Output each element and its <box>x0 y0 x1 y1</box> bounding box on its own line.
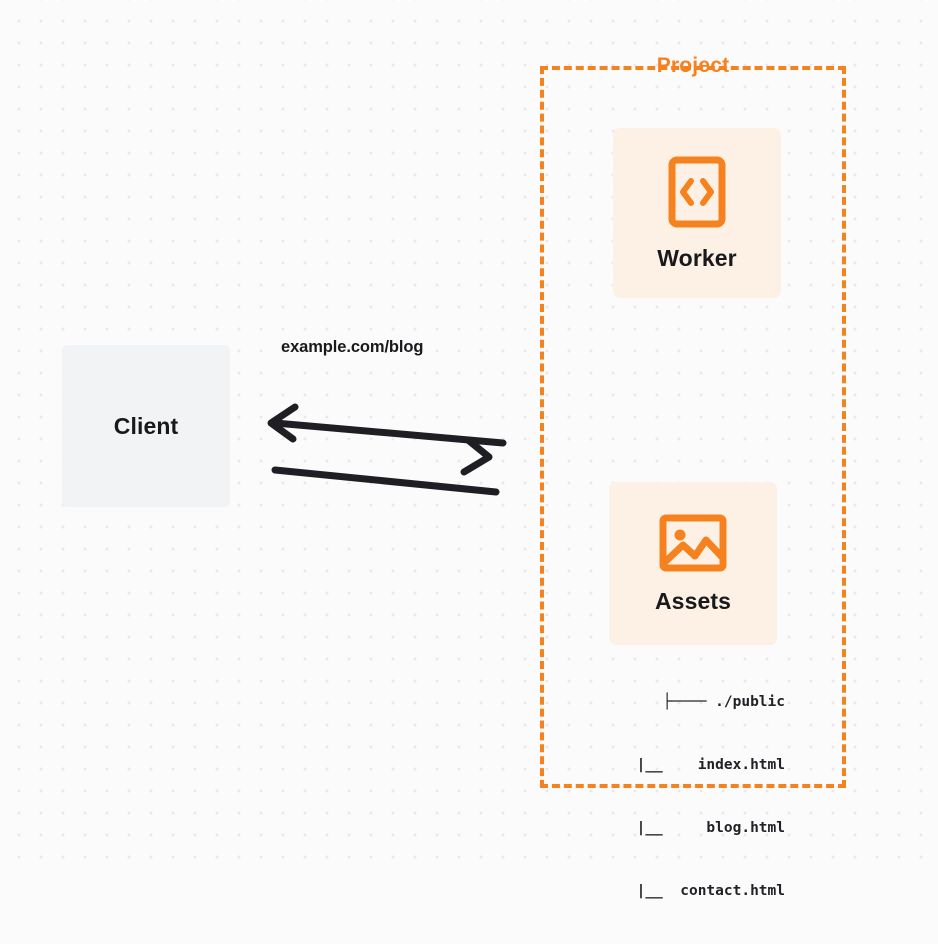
project-boundary <box>540 66 846 788</box>
worker-node[interactable]: Worker <box>613 128 781 298</box>
tree-row: |__ index.html <box>601 757 785 773</box>
assets-label: Assets <box>654 588 732 614</box>
tree-row: |__ contact.html <box>601 883 785 899</box>
diagram-canvas: Client example.com/blog Project Worker <box>0 0 938 899</box>
image-picture-icon <box>658 512 728 574</box>
connection-arrows <box>267 403 507 496</box>
client-node[interactable]: Client <box>62 345 230 507</box>
request-arrow <box>271 436 500 496</box>
tree-row: |__ blog.html <box>601 820 785 836</box>
asset-file-tree: ├──── ./public |__ index.html |__ blog.h… <box>560 650 785 944</box>
assets-node[interactable]: Assets <box>609 482 777 645</box>
connection-label: example.com/blog <box>281 338 424 356</box>
code-document-icon <box>667 155 727 229</box>
project-title: Project <box>656 54 730 77</box>
tree-row: ├──── ./public <box>662 694 785 710</box>
worker-label: Worker <box>657 244 737 271</box>
client-label: Client <box>113 412 179 439</box>
